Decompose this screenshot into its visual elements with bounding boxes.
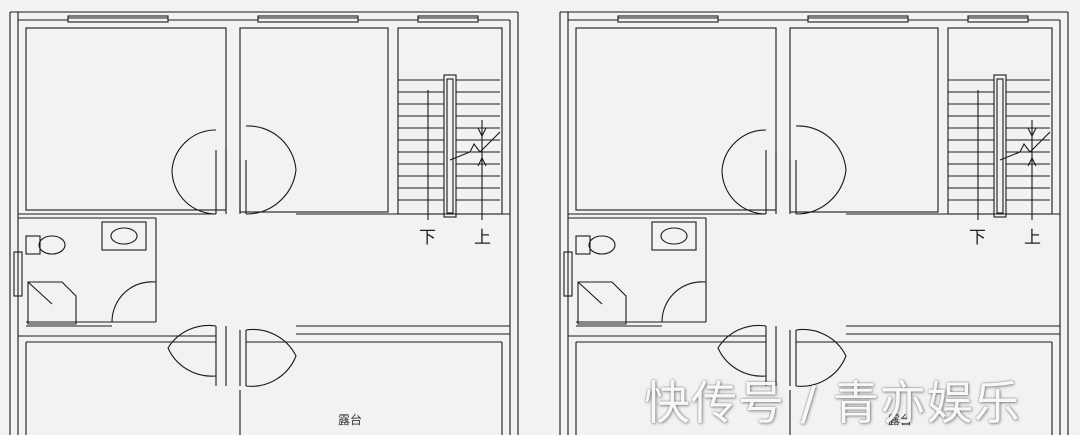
stair-up-label-left: 上 xyxy=(474,228,491,248)
unit-left xyxy=(9,11,519,435)
unit-right xyxy=(559,11,1069,435)
stair-down-label-left: 下 xyxy=(419,228,436,248)
stair-up-label-right: 上 xyxy=(1024,228,1041,248)
watermark-text: 快传号 / 青亦娱乐 xyxy=(644,376,1021,430)
terrace-label-left: 露台 xyxy=(338,413,363,427)
stair-down-label-right: 下 xyxy=(969,228,986,248)
terrace-label-right: 露台 xyxy=(888,413,913,427)
